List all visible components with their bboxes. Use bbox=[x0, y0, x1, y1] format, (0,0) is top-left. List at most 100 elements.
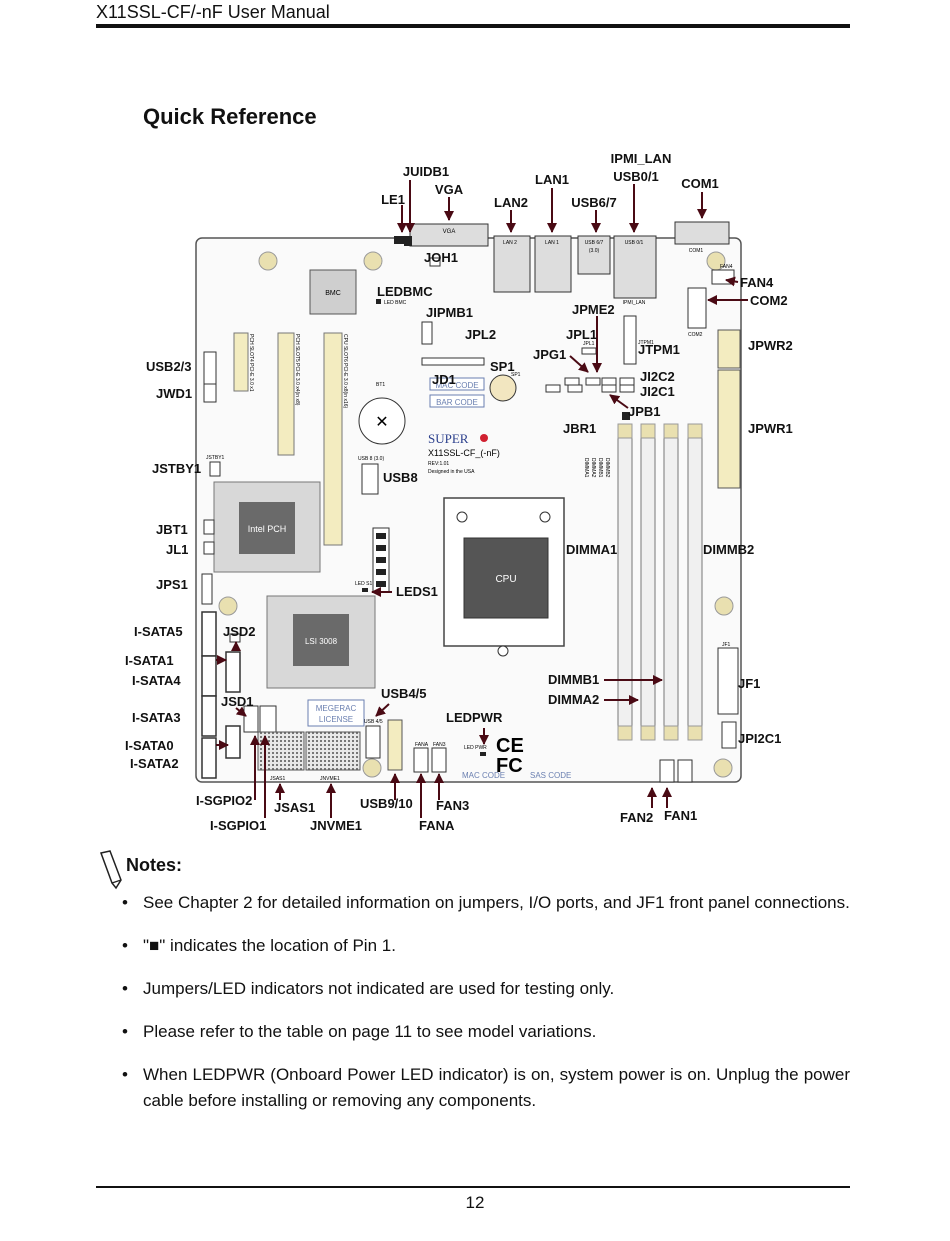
svg-text:BT1: BT1 bbox=[376, 382, 385, 388]
svg-text:JPWR2: JPWR2 bbox=[748, 338, 793, 353]
svg-text:SUPER: SUPER bbox=[428, 431, 469, 446]
svg-text:JNVME1: JNVME1 bbox=[310, 818, 362, 833]
megarac-license bbox=[307, 699, 365, 727]
svg-text:FAN4: FAN4 bbox=[740, 275, 774, 290]
svg-text:✕: ✕ bbox=[375, 414, 388, 431]
svg-text:USB 0/1: USB 0/1 bbox=[625, 240, 644, 246]
bmc-chip bbox=[309, 269, 357, 315]
svg-text:I-SATA0: I-SATA0 bbox=[125, 738, 174, 753]
svg-text:COM2: COM2 bbox=[688, 332, 703, 338]
pencil-icon bbox=[100, 850, 122, 890]
svg-text:LEDBMC: LEDBMC bbox=[377, 284, 433, 299]
svg-text:I-SATA1: I-SATA1 bbox=[125, 653, 174, 668]
svg-text:JL1: JL1 bbox=[166, 542, 188, 557]
callout-arrows bbox=[216, 180, 748, 818]
svg-text:I-SATA3: I-SATA3 bbox=[132, 710, 181, 725]
svg-text:I-SATA4: I-SATA4 bbox=[132, 673, 181, 688]
callout-labels: JUIDB1 VGA LE1 LAN1 LAN2 IPMI_LAN USB0/1… bbox=[125, 151, 793, 833]
joh1-header bbox=[429, 257, 441, 267]
svg-text:FANA: FANA bbox=[415, 742, 429, 748]
svg-text:DIMMB2: DIMMB2 bbox=[703, 542, 754, 557]
svg-text:DIMMB2: DIMMB2 bbox=[604, 458, 610, 478]
bar-code-label bbox=[429, 394, 485, 408]
svg-text:JPB1: JPB1 bbox=[628, 404, 661, 419]
svg-text:JBT1: JBT1 bbox=[156, 522, 188, 537]
svg-text:FAN3: FAN3 bbox=[433, 742, 446, 748]
jtpm1-header bbox=[623, 315, 637, 365]
svg-text:USB 8 (3.0): USB 8 (3.0) bbox=[358, 456, 384, 462]
svg-text:JSD1: JSD1 bbox=[221, 694, 254, 709]
svg-text:LAN 1: LAN 1 bbox=[545, 240, 559, 246]
svg-text:DIMMA1: DIMMA1 bbox=[583, 458, 589, 478]
list-item: See Chapter 2 for detailed information o… bbox=[120, 890, 850, 916]
fan1-header bbox=[677, 759, 693, 783]
svg-text:JBR1: JBR1 bbox=[563, 421, 596, 436]
svg-text:DIMMA1: DIMMA1 bbox=[566, 542, 617, 557]
svg-text:JTPM1: JTPM1 bbox=[638, 340, 654, 346]
svg-text:JPME2: JPME2 bbox=[572, 302, 615, 317]
jpl2-header bbox=[421, 357, 485, 366]
svg-text:JF1: JF1 bbox=[738, 676, 760, 691]
svg-text:SAS CODE: SAS CODE bbox=[530, 771, 571, 780]
le1-led bbox=[394, 236, 404, 244]
svg-text:FAN3: FAN3 bbox=[436, 798, 469, 813]
notes-heading: Notes: bbox=[126, 855, 183, 875]
svg-text:COM2: COM2 bbox=[750, 293, 788, 308]
svg-text:CPU: CPU bbox=[495, 574, 516, 585]
svg-text:JF1: JF1 bbox=[722, 642, 731, 648]
sata-ports bbox=[201, 611, 241, 779]
svg-text:USB0/1: USB0/1 bbox=[613, 169, 659, 184]
svg-text:LAN1: LAN1 bbox=[535, 172, 569, 187]
svg-text:JUIDB1: JUIDB1 bbox=[403, 164, 449, 179]
list-item: When LEDPWR (Onboard Power LED indicator… bbox=[120, 1062, 850, 1114]
vga-port bbox=[409, 223, 489, 247]
svg-text:Intel PCH: Intel PCH bbox=[248, 524, 287, 534]
svg-text:DIMMB1: DIMMB1 bbox=[597, 458, 603, 478]
svg-text:DIMMA2: DIMMA2 bbox=[548, 692, 599, 707]
svg-text:JOH1: JOH1 bbox=[424, 250, 458, 265]
usb8-header bbox=[361, 463, 379, 495]
svg-text:COM1: COM1 bbox=[689, 248, 704, 254]
com1-port bbox=[674, 221, 730, 245]
svg-text:JPI2C1: JPI2C1 bbox=[738, 731, 781, 746]
fan3-header bbox=[431, 747, 447, 773]
svg-text:BAR CODE: BAR CODE bbox=[436, 398, 478, 407]
battery-bt1 bbox=[358, 397, 406, 445]
list-item: "■" indicates the location of Pin 1. bbox=[120, 933, 850, 959]
svg-text:JSTBY1: JSTBY1 bbox=[206, 455, 225, 461]
svg-text:LED S1: LED S1 bbox=[355, 581, 372, 587]
svg-text:Designed in the USA: Designed in the USA bbox=[428, 469, 475, 475]
jnvme1-connector bbox=[305, 731, 361, 771]
svg-text:LSI 3008: LSI 3008 bbox=[305, 637, 338, 646]
svg-text:X11SSL-CF_(-nF): X11SSL-CF_(-nF) bbox=[428, 448, 500, 458]
motherboard-layout-diagram: VGA LAN 2 LAN 1 USB 6/7 (3.0) USB 0/1 IP… bbox=[125, 151, 793, 833]
svg-text:JI2C1: JI2C1 bbox=[640, 384, 675, 399]
svg-text:LICENSE: LICENSE bbox=[319, 715, 353, 724]
svg-text:IPMI_LAN: IPMI_LAN bbox=[611, 151, 672, 166]
svg-text:JPS1: JPS1 bbox=[156, 577, 188, 592]
svg-text:JSAS1: JSAS1 bbox=[270, 776, 286, 782]
dimm-slots bbox=[617, 423, 703, 741]
svg-text:LE1: LE1 bbox=[381, 192, 405, 207]
svg-text:JSTBY1: JSTBY1 bbox=[152, 461, 201, 476]
svg-text:MAC CODE: MAC CODE bbox=[435, 381, 478, 390]
svg-text:REV:1.01: REV:1.01 bbox=[428, 461, 449, 467]
svg-text:PCH SLOT4 PCI-E 3.0 x1: PCH SLOT4 PCI-E 3.0 x1 bbox=[248, 334, 254, 392]
svg-text:JPG1: JPG1 bbox=[533, 347, 566, 362]
page-number: 12 bbox=[465, 1193, 485, 1212]
svg-text:USB9/10: USB9/10 bbox=[360, 796, 413, 811]
svg-text:USB8: USB8 bbox=[383, 470, 418, 485]
fan4-header bbox=[711, 269, 735, 285]
svg-text:USB6/7: USB6/7 bbox=[571, 195, 617, 210]
svg-text:SP1: SP1 bbox=[511, 372, 521, 378]
svg-text:FAN2: FAN2 bbox=[620, 810, 653, 825]
svg-text:CPU SLOT6 PCI-E 3.0 x8(in x16): CPU SLOT6 PCI-E 3.0 x8(in x16) bbox=[342, 334, 348, 409]
svg-text:IPMI_LAN: IPMI_LAN bbox=[623, 300, 646, 306]
svg-text:PCH SLOT5 PCI-E 3.0 x4(in x8): PCH SLOT5 PCI-E 3.0 x4(in x8) bbox=[294, 334, 300, 406]
svg-text:JSD2: JSD2 bbox=[223, 624, 256, 639]
svg-text:I-SGPIO2: I-SGPIO2 bbox=[196, 793, 252, 808]
com2-header bbox=[687, 287, 707, 329]
svg-text:I-SATA5: I-SATA5 bbox=[134, 624, 183, 639]
svg-text:LED PWR: LED PWR bbox=[464, 745, 487, 751]
svg-text:JWD1: JWD1 bbox=[156, 386, 192, 401]
